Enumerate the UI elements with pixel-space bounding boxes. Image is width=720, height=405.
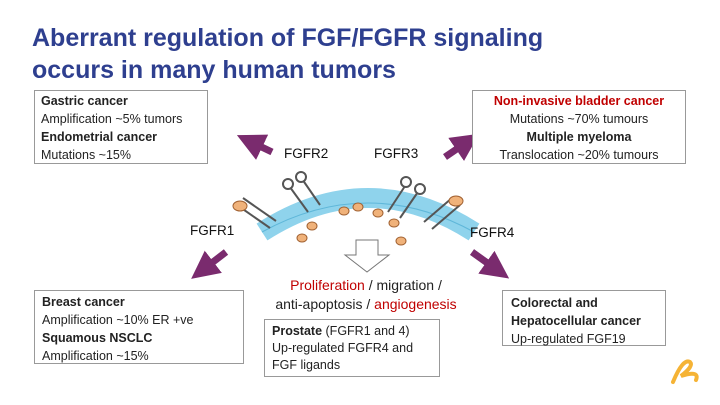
- receptor-fgfr4-shape: [423, 195, 464, 230]
- endometrial-detail: Mutations ~15%: [41, 148, 131, 162]
- cell-membrane-inner-edge: [261, 202, 475, 233]
- arrow-downstream: [343, 239, 391, 273]
- receptor-fgfr3-shape: [387, 176, 426, 219]
- colorectal-heading-1: Colorectal and: [511, 296, 598, 310]
- arrow-to-bladder: [443, 133, 480, 162]
- gastric-heading: Gastric cancer: [41, 94, 128, 108]
- myeloma-heading: Multiple myeloma: [526, 130, 632, 144]
- prostate-box: Prostate (FGFR1 and 4) Up-regulated FGFR…: [264, 319, 440, 377]
- outcome-text: Proliferation / migration / anti-apoptos…: [246, 276, 486, 314]
- ligand-cluster: [338, 202, 407, 246]
- colorectal-box: Colorectal and Hepatocellular cancer Up-…: [502, 290, 666, 346]
- label-fgfr3: FGFR3: [374, 146, 419, 161]
- label-fgfr1: FGFR1: [190, 223, 235, 238]
- bladder-myeloma-box: Non-invasive bladder cancer Mutations ~7…: [472, 90, 686, 164]
- bladder-detail: Mutations ~70% tumours: [509, 112, 649, 126]
- outcome-angiogenesis: angiogenesis: [374, 296, 457, 312]
- label-fgfr4: FGFR4: [470, 225, 515, 240]
- breast-nsclc-box: Breast cancer Amplification ~10% ER +ve …: [34, 290, 244, 364]
- nsclc-heading: Squamous NSCLC: [42, 331, 153, 345]
- title-line-1: Aberrant regulation of FGF/FGFR signalin…: [32, 24, 544, 52]
- endometrial-heading: Endometrial cancer: [41, 130, 158, 144]
- gastric-detail: Amplification ~5% tumors: [41, 112, 183, 126]
- prostate-heading: Prostate: [272, 324, 323, 338]
- arrow-to-breast: [191, 249, 229, 279]
- gastric-endometrial-box: Gastric cancer Amplification ~5% tumors …: [34, 90, 208, 164]
- receptor-fgfr1-shape: [232, 197, 277, 229]
- outcome-anti-apoptosis: anti-apoptosis /: [275, 296, 375, 312]
- arrow-to-colorectal: [469, 249, 510, 279]
- arrow-to-gastric: [236, 134, 274, 160]
- outcome-line-1: Proliferation / migration /: [246, 276, 486, 295]
- cell-membrane: [256, 188, 480, 241]
- title-line-2: occurs in many human tumors: [32, 56, 396, 84]
- nsclc-detail: Amplification ~15%: [42, 349, 149, 363]
- receptor-fgfr2-shape: [282, 171, 321, 243]
- colorectal-heading-2: Hepatocellular cancer: [511, 314, 641, 328]
- breast-heading: Breast cancer: [42, 295, 125, 309]
- prostate-line-3: FGF ligands: [272, 358, 341, 372]
- page-title: Aberrant regulation of FGF/FGFR signalin…: [32, 22, 692, 86]
- outcome-line-2: anti-apoptosis / angiogenesis: [246, 295, 486, 314]
- outcome-migration: / migration /: [364, 277, 442, 293]
- prostate-detail: (FGFR1 and 4): [325, 324, 410, 338]
- outcome-proliferation: Proliferation: [290, 277, 365, 293]
- bladder-heading: Non-invasive bladder cancer: [493, 94, 665, 108]
- label-fgfr2: FGFR2: [284, 146, 329, 161]
- myeloma-detail: Translocation ~20% tumours: [499, 148, 659, 162]
- prostate-line-1: Prostate (FGFR1 and 4): [272, 323, 432, 340]
- breast-detail: Amplification ~10% ER +ve: [42, 313, 194, 327]
- prostate-line-2: Up-regulated FGFR4 and: [272, 341, 414, 355]
- astrazeneca-logo-icon: [671, 359, 699, 384]
- colorectal-detail: Up-regulated FGF19: [511, 332, 626, 346]
